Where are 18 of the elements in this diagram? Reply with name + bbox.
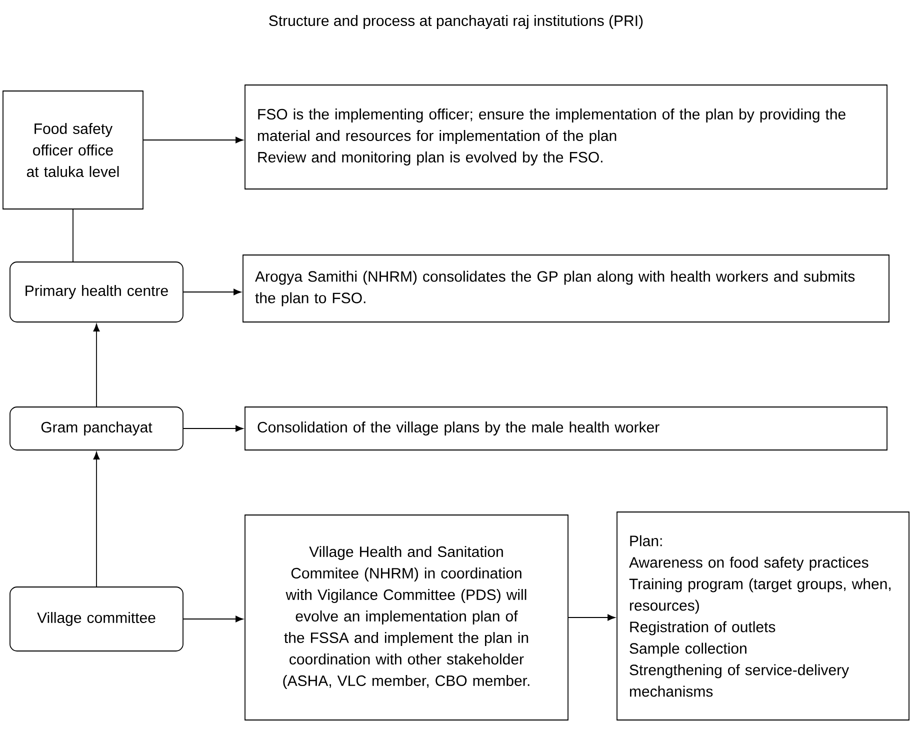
arrow	[183, 616, 244, 622]
arrow	[93, 324, 100, 407]
text-box: Plan: Awareness on food safety practices Training program (target groups, when, resources) Registration of outlets Sample collection Strengthening of service-delivery mechanisms	[616, 512, 910, 720]
level-box: Village committee	[10, 586, 184, 652]
text-box: Arogya Samithi (NHRM) consolidates the GP plan along with health workers and submits the plan to FSO.	[242, 254, 890, 322]
level-box: Gram panchayat	[10, 406, 184, 450]
office-box: Food safety officer office at taluka level	[2, 90, 144, 210]
text-box: Consolidation of the village plans by the male health worker	[244, 406, 888, 450]
arrow	[143, 136, 244, 144]
arrow	[183, 425, 244, 432]
title: Structure and process at panchayati raj institutions (PRI)	[269, 15, 643, 29]
text-box: Village Health and Sanitation Commitee (NHRM) in coordination with Vigilance Committee (PDS) will evolve an implementation plan of the FSSA and implement the plan in coordination with other stakeholder (ASHA, VLC member, CBO member.	[244, 514, 568, 720]
arrow	[183, 288, 242, 296]
arrow	[93, 452, 100, 587]
arrow	[568, 614, 616, 621]
connector-line	[72, 209, 74, 262]
text-box: FSO is the implementing officer; ensure the implementation of the plan by providing the material and resources for implementation of the plan Review and monitoring plan is evolved by the FSO.	[244, 84, 888, 190]
level-box: Primary health centre	[10, 262, 184, 322]
